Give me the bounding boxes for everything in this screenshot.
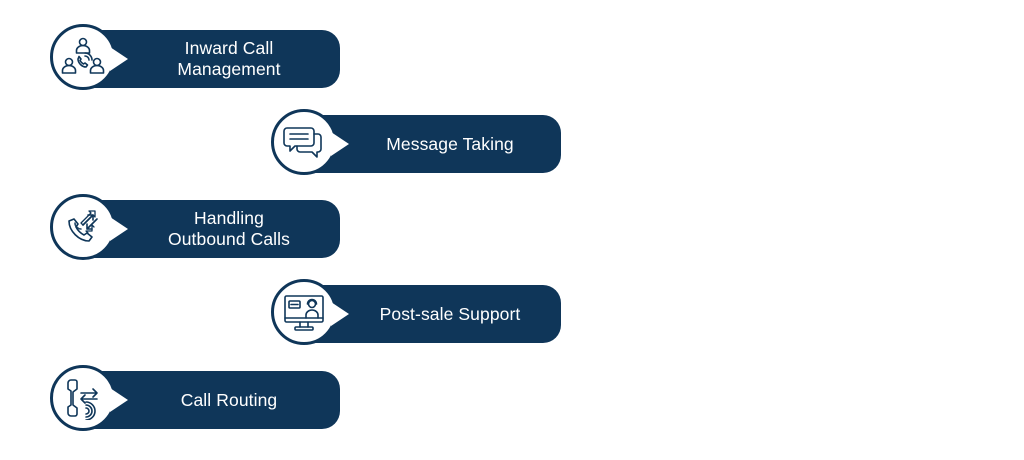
monitor-agent-icon — [284, 295, 324, 331]
service-label: Post-sale Support — [379, 303, 521, 324]
people-call-icon — [61, 37, 105, 74]
service-item-message-taking: Message Taking — [271, 107, 561, 181]
icon-badge — [50, 365, 116, 431]
service-label: Inward Call Management — [177, 38, 281, 79]
icon-badge — [271, 279, 337, 345]
service-pill: Call Routing — [90, 371, 340, 429]
badge-pointer — [331, 132, 349, 156]
chat-bubbles-icon — [283, 127, 322, 158]
service-pill: Message Taking — [311, 115, 561, 173]
icon-badge — [271, 109, 337, 175]
service-item-call-routing: Call Routing — [50, 363, 340, 437]
service-label: Handling Outbound Calls — [167, 208, 291, 249]
service-pill: Post-sale Support — [311, 285, 561, 343]
phone-routing-icon — [67, 379, 98, 420]
phone-arrows-icon — [68, 210, 98, 242]
badge-pointer — [331, 302, 349, 326]
service-item-post-sale-support: Post-sale Support — [271, 277, 561, 351]
badge-pointer — [110, 388, 128, 412]
badge-pointer — [110, 47, 128, 71]
icon-badge — [50, 194, 116, 260]
service-label: Call Routing — [180, 389, 278, 410]
icon-badge — [50, 24, 116, 90]
service-label: Message Taking — [386, 133, 514, 154]
service-pill: Handling Outbound Calls — [90, 200, 340, 258]
service-item-handling-outbound-calls: Handling Outbound Calls — [50, 192, 340, 266]
service-pill: Inward Call Management — [90, 30, 340, 88]
badge-pointer — [110, 217, 128, 241]
service-item-inward-call-management: Inward Call Management — [50, 22, 340, 96]
